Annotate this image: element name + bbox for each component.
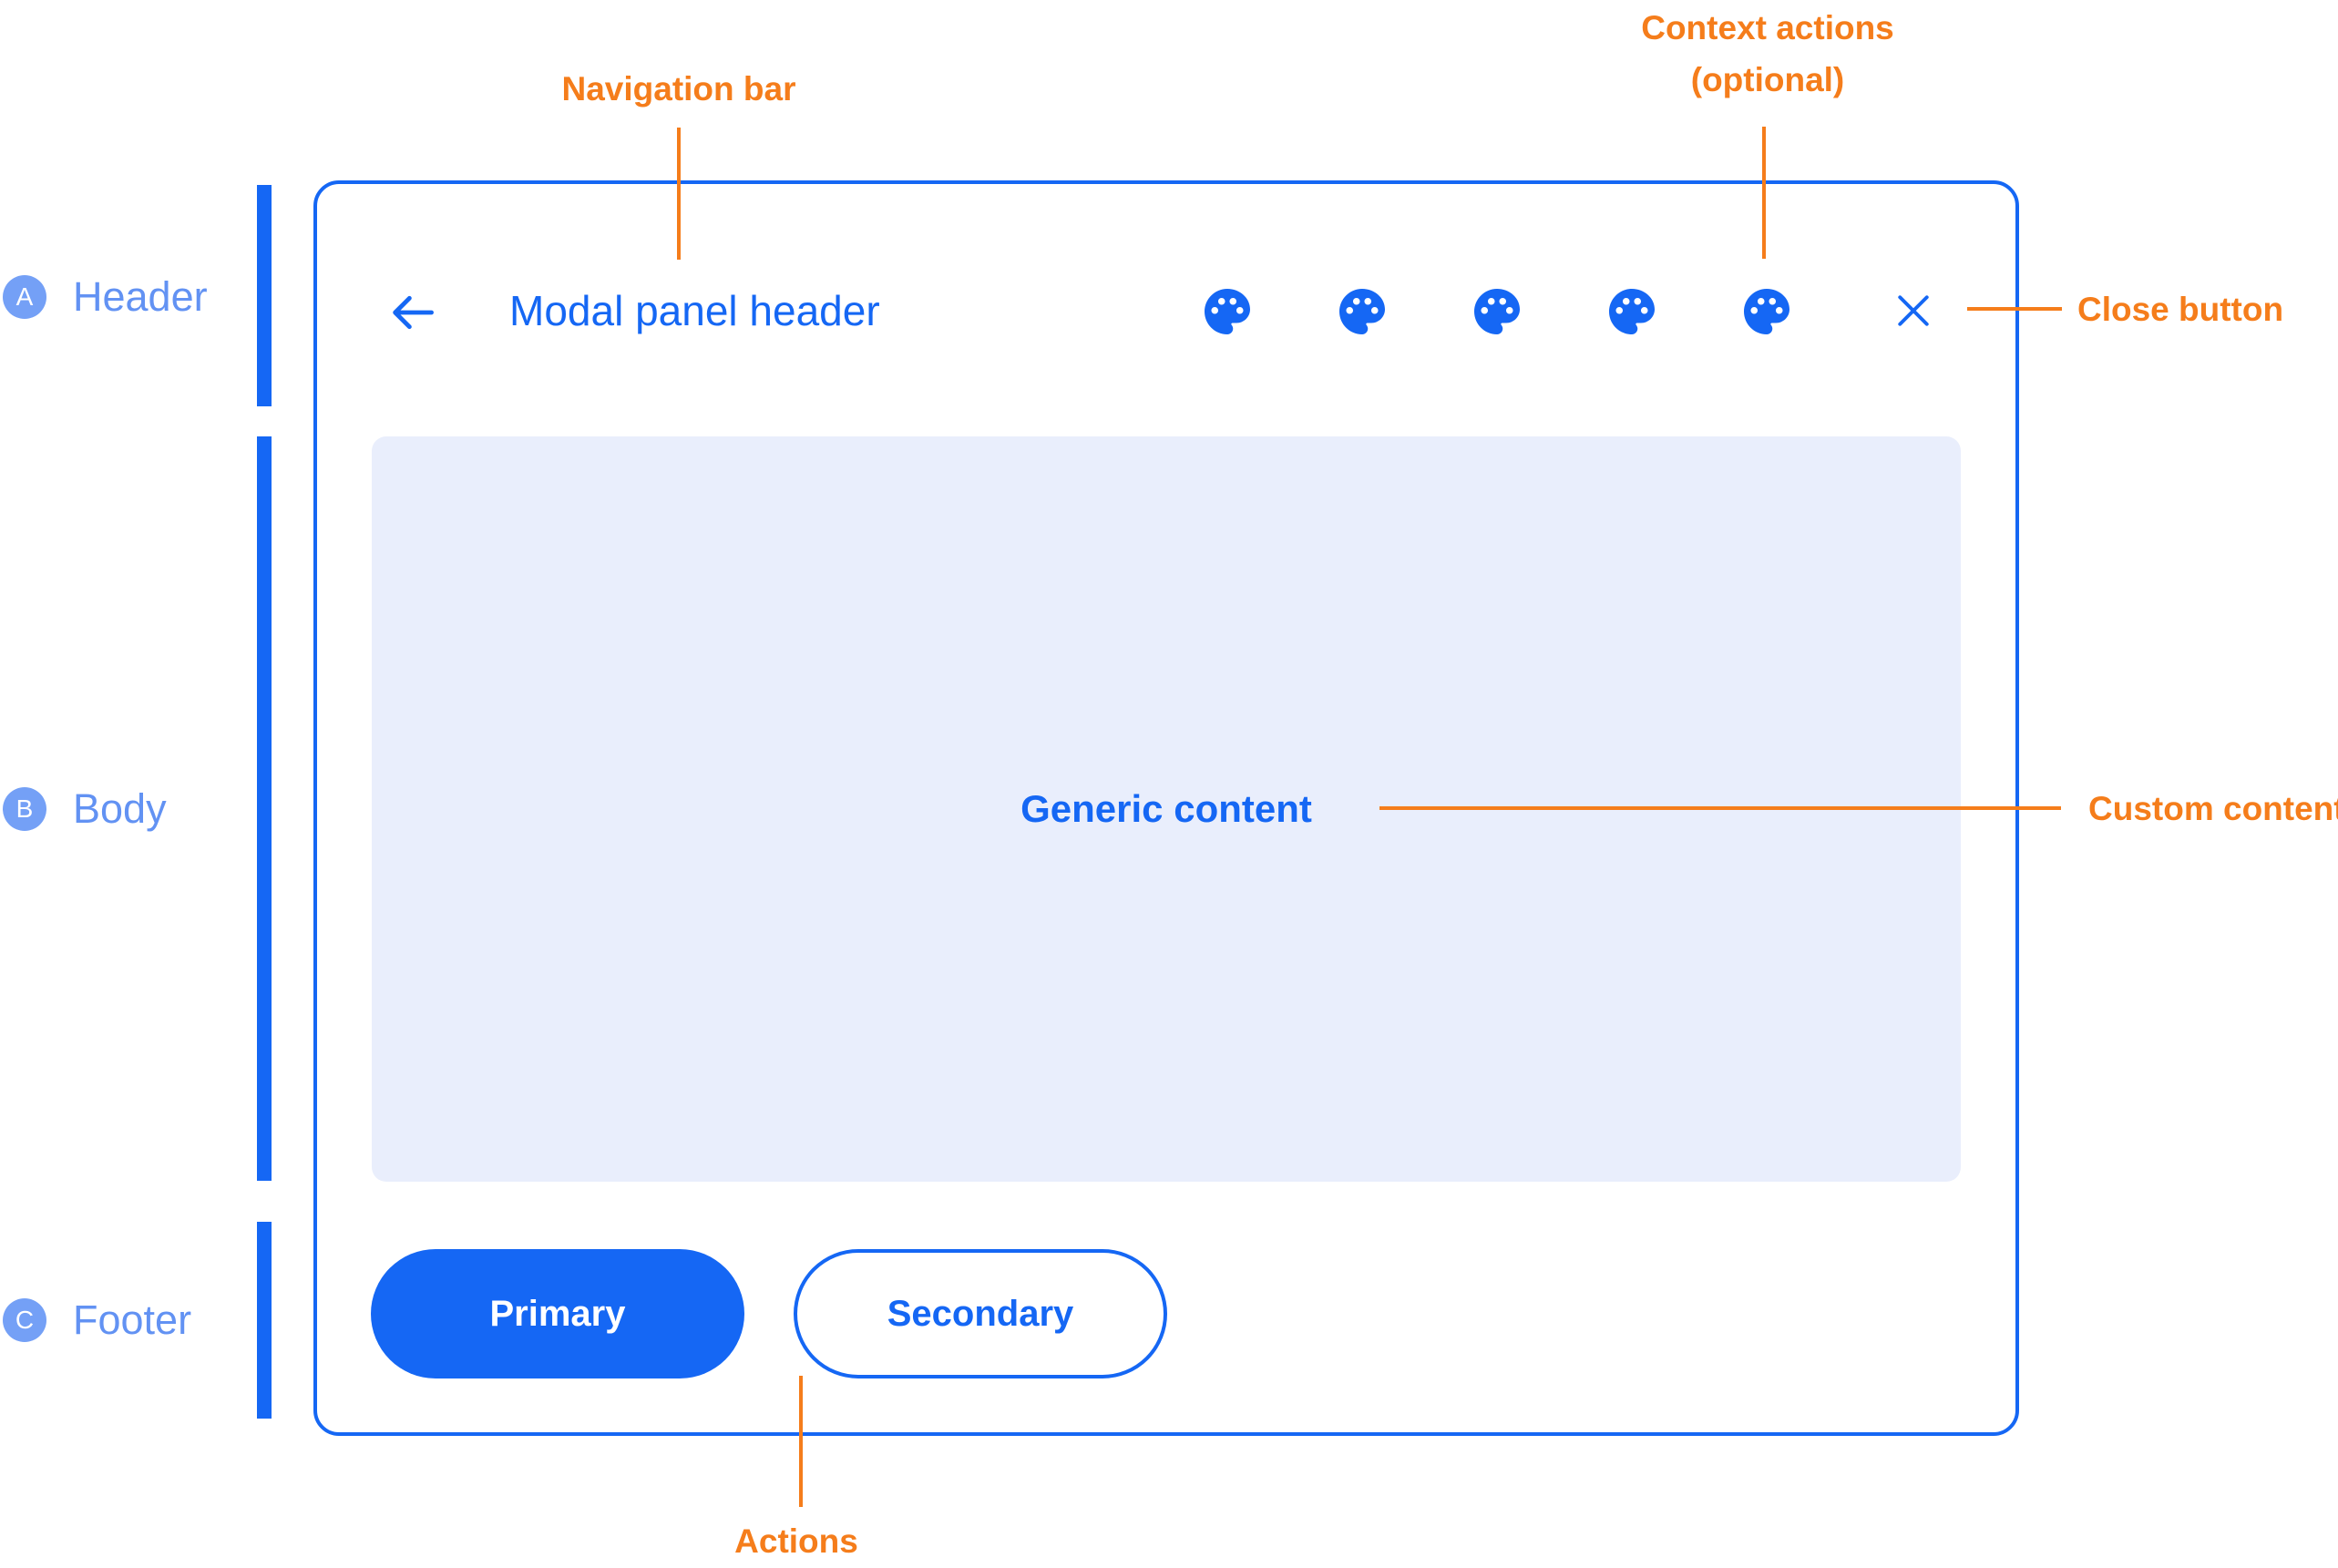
custom-content-annotation: Custom content xyxy=(2088,790,2338,827)
primary-button[interactable]: Primary xyxy=(371,1249,744,1378)
section-label-body: Body xyxy=(73,785,167,832)
body-section-bar xyxy=(257,436,272,1181)
section-label-footer: Footer xyxy=(73,1296,192,1343)
actions-annotation: Actions xyxy=(734,1522,858,1560)
palette-icon[interactable] xyxy=(1470,284,1524,339)
arrow-back-icon xyxy=(386,286,439,339)
section-badge-a: A xyxy=(3,275,46,319)
context-actions-callout-line xyxy=(1762,127,1766,259)
close-button[interactable] xyxy=(1890,287,1937,334)
section-label-header: Header xyxy=(73,273,208,320)
palette-icon[interactable] xyxy=(1335,284,1389,339)
palette-icon[interactable] xyxy=(1200,284,1255,339)
context-actions-annotation-line1: Context actions xyxy=(1641,9,1894,46)
close-icon xyxy=(1890,287,1937,334)
context-actions-annotation: Context actions (optional) xyxy=(1641,2,1894,106)
section-badge-b: B xyxy=(3,787,46,831)
generic-content-text: Generic content xyxy=(1020,787,1312,830)
navigation-bar-annotation: Navigation bar xyxy=(561,70,796,108)
context-actions-annotation-line2: (optional) xyxy=(1690,61,1845,98)
modal-title: Modal panel header xyxy=(509,287,880,334)
section-badge-c: C xyxy=(3,1298,46,1342)
palette-icon[interactable] xyxy=(1605,284,1659,339)
secondary-button[interactable]: Secondary xyxy=(794,1249,1167,1378)
palette-icon[interactable] xyxy=(1739,284,1794,339)
back-button[interactable] xyxy=(386,286,439,339)
actions-callout-line xyxy=(799,1376,803,1507)
context-actions xyxy=(1200,284,1794,339)
header-section-bar xyxy=(257,185,272,406)
navigation-bar-callout-line xyxy=(677,128,681,260)
close-button-annotation: Close button xyxy=(2077,291,2284,328)
close-button-callout-line xyxy=(1967,307,2062,311)
custom-content-callout-line xyxy=(1379,806,2061,810)
footer-section-bar xyxy=(257,1222,272,1419)
